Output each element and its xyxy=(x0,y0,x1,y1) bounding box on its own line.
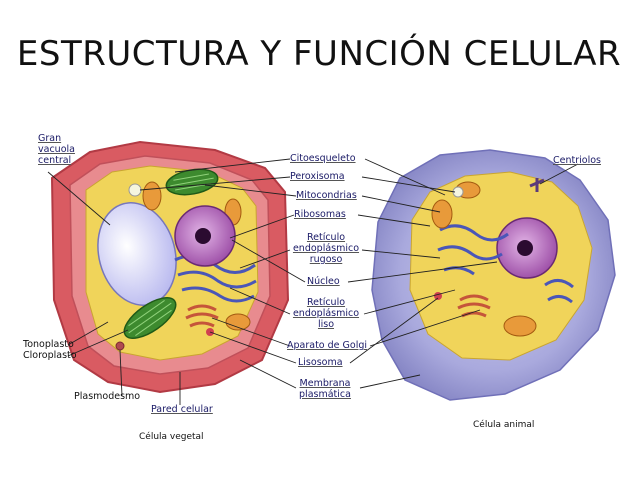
label-reticulo-liso-line2: endoplásmico xyxy=(292,308,360,319)
label-cloroplasto: Cloroplasto xyxy=(23,350,77,361)
caption-celula-vegetal: Célula vegetal xyxy=(139,432,204,442)
label-lisosoma: Lisosoma xyxy=(298,357,343,368)
label-reticulo-liso-line1: Retículo xyxy=(306,297,346,308)
label-membrana: Membrana plasmática xyxy=(294,378,356,400)
plant-golgi xyxy=(185,304,219,328)
leader-lines xyxy=(47,158,579,405)
label-reticulo-liso: Retículo endoplásmico liso xyxy=(288,297,364,330)
plant-mitochondrion-3 xyxy=(225,313,251,331)
animal-lysosome xyxy=(434,292,442,300)
label-reticulo-rugoso-line2: endoplásmico xyxy=(292,243,360,254)
plant-peroxisome xyxy=(128,183,142,197)
label-reticulo-liso-line3: liso xyxy=(317,319,335,330)
label-reticulo-rugoso-line1: Retículo xyxy=(306,232,346,243)
animal-cytoplasm xyxy=(409,171,593,361)
label-centriolos: Centriolos xyxy=(553,155,601,166)
label-gran-vacuola-line2: vacuola xyxy=(38,144,75,155)
label-mitocondrias: Mitocondrias xyxy=(296,190,357,201)
animal-nucleolus xyxy=(517,240,533,256)
label-gran-vacuola: Gran vacuola central xyxy=(38,133,75,166)
label-reticulo-rugoso-line3: rugoso xyxy=(309,254,343,265)
label-golgi: Aparato de Golgi xyxy=(287,340,368,351)
animal-cell xyxy=(371,149,616,401)
label-nucleo: Núcleo xyxy=(307,276,340,287)
page-title: ESTRUCTURA Y FUNCIÓN CELULAR xyxy=(16,34,622,74)
label-peroxisoma: Peroxisoma xyxy=(290,171,345,182)
label-gran-vacuola-line3: central xyxy=(38,155,72,166)
label-membrana-line1: Membrana xyxy=(299,378,351,389)
label-citoesqueleto: Citoesqueleto xyxy=(290,153,356,164)
centrioles xyxy=(529,178,545,192)
plant-mitochondrion-1 xyxy=(142,181,162,211)
label-tonoplasto: Tonoplasto xyxy=(23,339,74,350)
label-ribosomas: Ribosomas xyxy=(294,209,346,220)
animal-er xyxy=(437,224,574,304)
label-reticulo-rugoso: Retículo endoplásmico rugoso xyxy=(288,232,364,265)
chloroplast-bottom xyxy=(123,297,177,339)
label-plasmodesmo: Plasmodesmo xyxy=(74,391,141,402)
plant-nucleolus xyxy=(195,228,211,244)
animal-mitochondrion-1 xyxy=(431,199,453,229)
label-membrana-line2: plasmática xyxy=(299,389,351,400)
plant-cell xyxy=(50,140,290,394)
label-pared-celular: Pared celular xyxy=(151,404,213,415)
animal-mitochondrion-3 xyxy=(503,315,537,337)
label-gran-vacuola-line1: Gran xyxy=(38,133,62,144)
caption-celula-animal: Célula animal xyxy=(473,420,535,430)
plasmodesma xyxy=(115,341,125,351)
